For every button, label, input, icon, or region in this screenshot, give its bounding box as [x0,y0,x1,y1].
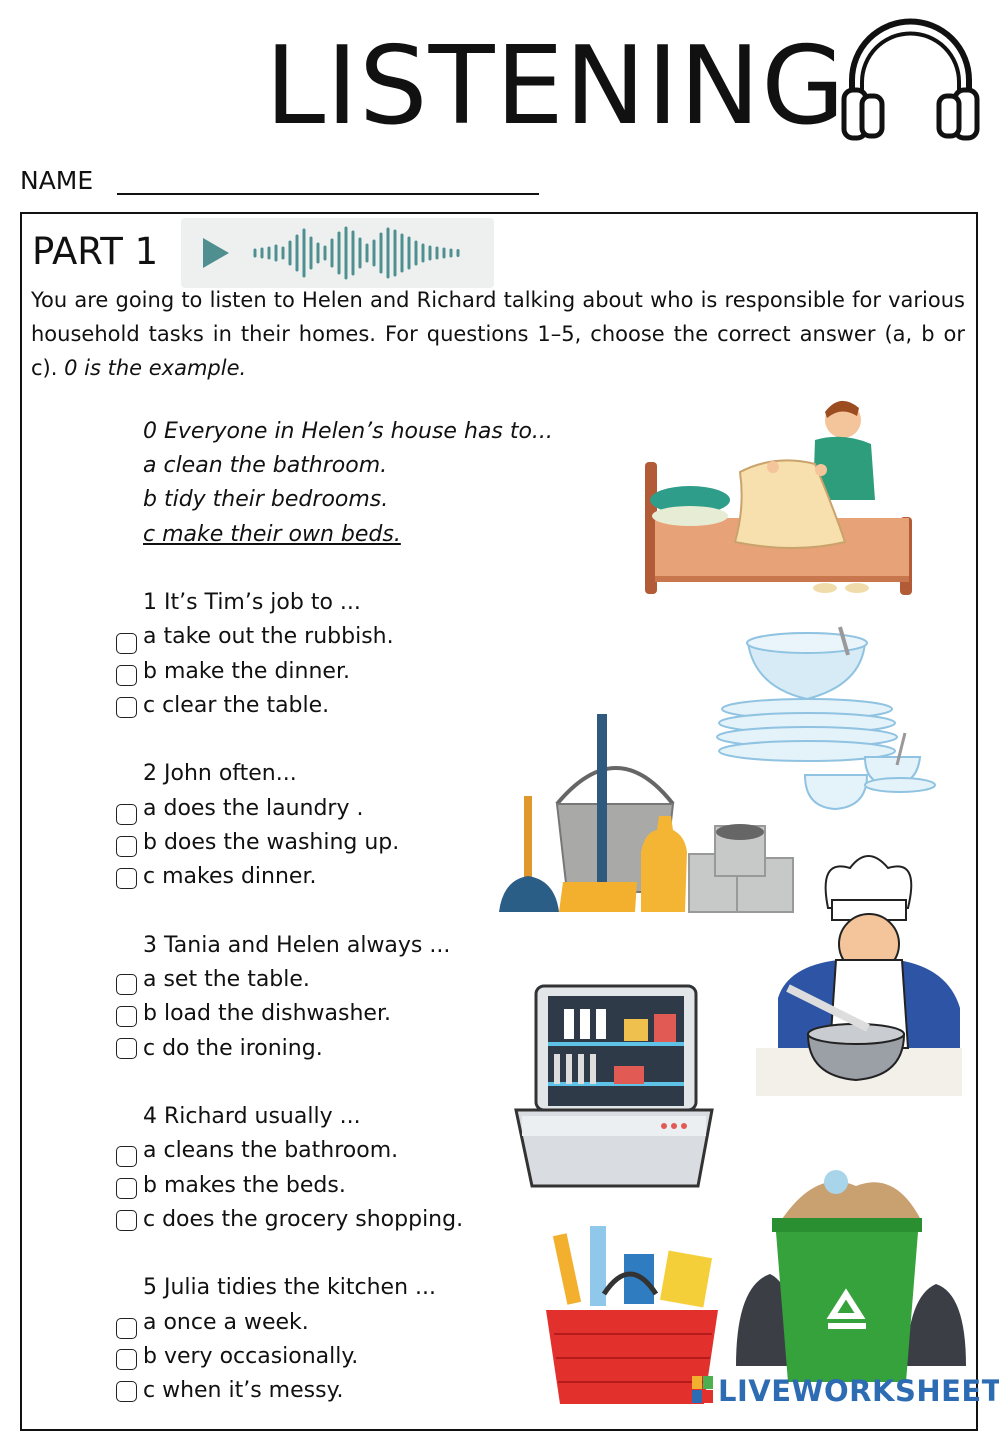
cleaning-supplies-illustration [499,714,794,913]
audio-player[interactable] [181,218,494,288]
question-2: 2 John often... [143,761,297,786]
checkbox-q4-c[interactable] [116,1210,137,1231]
instructions: You are going to listen to Helen and Ric… [31,283,965,385]
example-option-c-answer: c make their own beds. [143,522,401,547]
recycling-bin-illustration [736,1170,966,1382]
checkbox-q1-a[interactable] [116,633,137,654]
q5-option-c: c when it’s messy. [143,1378,344,1403]
liveworksheets-watermark: LIVEWORKSHEETS [718,1374,999,1408]
page-title: LISTENING [265,24,846,149]
name-input-line[interactable] [117,193,539,195]
q2-option-a: a does the laundry . [143,796,364,821]
instructions-text: You are going to listen to Helen and Ric… [31,288,965,380]
q1-option-b: b make the dinner. [143,659,350,684]
checkbox-q2-c[interactable] [116,868,137,889]
q5-option-a: a once a week. [143,1310,309,1335]
example-question: 0 Everyone in Helen’s house has to... [143,419,553,444]
chef-cooking-illustration [756,855,962,1096]
checkbox-q2-b[interactable] [116,836,137,857]
grocery-basket-illustration [546,1226,718,1404]
checkbox-q3-b[interactable] [116,1006,137,1027]
checkbox-q3-a[interactable] [116,974,137,995]
dishes-illustration [716,626,936,811]
checkbox-q5-c[interactable] [116,1381,137,1402]
checkbox-q2-a[interactable] [116,804,137,825]
question-3: 3 Tania and Helen always ... [143,933,451,958]
example-option-a: a clean the bathroom. [143,453,388,478]
q3-option-c: c do the ironing. [143,1036,323,1061]
name-label: NAME [20,166,94,195]
waveform-icon [253,226,460,280]
q3-option-b: b load the dishwasher. [143,1001,391,1026]
instructions-example-note: 0 is the example. [64,356,247,380]
example-option-b: b tidy their bedrooms. [143,487,389,512]
q1-option-a: a take out the rubbish. [143,624,394,649]
q4-option-c: c does the grocery shopping. [143,1207,464,1232]
q1-option-c: c clear the table. [143,693,330,718]
checkbox-q5-b[interactable] [116,1349,137,1370]
play-icon[interactable] [203,238,229,268]
liveworksheets-logo-icon [692,1376,713,1403]
checkbox-q5-a[interactable] [116,1318,137,1339]
q4-option-a: a cleans the bathroom. [143,1138,399,1163]
q5-option-b: b very occasionally. [143,1344,359,1369]
part-title: PART 1 [32,230,159,273]
question-4: 4 Richard usually ... [143,1104,361,1129]
q4-option-b: b makes the beds. [143,1173,346,1198]
checkbox-q1-b[interactable] [116,665,137,686]
dishwasher-illustration [514,984,714,1188]
q3-option-a: a set the table. [143,967,310,992]
checkbox-q4-b[interactable] [116,1178,137,1199]
headphones-icon [841,18,980,141]
question-1: 1 It’s Tim’s job to ... [143,590,361,615]
q2-option-b: b does the washing up. [143,830,400,855]
checkbox-q3-c[interactable] [116,1038,137,1059]
checkbox-q4-a[interactable] [116,1146,137,1167]
question-5: 5 Julia tidies the kitchen ... [143,1275,436,1300]
checkbox-q1-c[interactable] [116,697,137,718]
q2-option-c: c makes dinner. [143,864,317,889]
boy-making-bed-illustration [645,400,912,595]
